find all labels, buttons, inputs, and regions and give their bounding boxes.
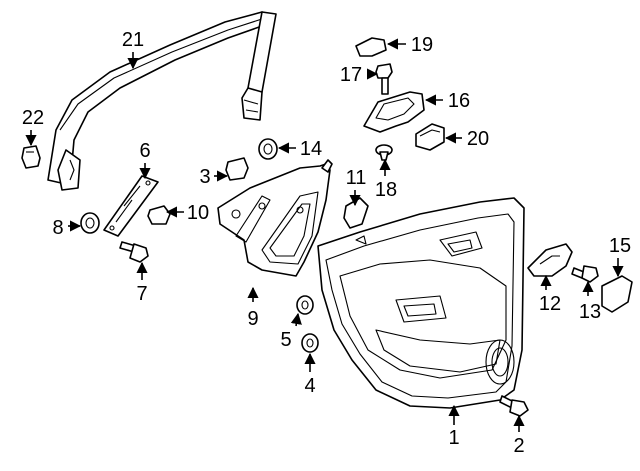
part-13-screw: [571, 265, 599, 283]
part-22-clip: [21, 145, 41, 169]
callout-1: 1: [448, 427, 459, 449]
part-3-clip: [225, 157, 249, 181]
callout-12: 12: [539, 293, 561, 315]
callout-19: 19: [411, 34, 433, 56]
part-2-screw: [499, 395, 529, 417]
callout-9: 9: [247, 308, 258, 330]
part-10-nut: [147, 205, 171, 225]
callout-3: 3: [199, 166, 210, 188]
callout-14: 14: [300, 138, 322, 160]
part-14-grommet: [258, 138, 278, 160]
callout-6: 6: [139, 140, 150, 162]
callout-7: 7: [136, 283, 147, 305]
callout-15: 15: [609, 235, 631, 257]
part-15-trim-cap: [601, 275, 633, 313]
callout-20: 20: [467, 128, 489, 150]
callout-8: 8: [52, 217, 63, 239]
callout-16: 16: [448, 90, 470, 112]
callout-21: 21: [122, 29, 144, 51]
part-7-bolt: [119, 241, 149, 263]
part-16-handle-bezel: [363, 91, 425, 133]
part-18-push-pin: [375, 144, 393, 161]
part-8-grommet: [80, 212, 100, 234]
callout-17: 17: [340, 64, 362, 86]
part-5-grommet: [296, 295, 314, 315]
part-19-clip: [355, 37, 387, 57]
part-9-inner-panel: [217, 159, 333, 277]
callout-11: 11: [346, 167, 367, 189]
callout-13: 13: [579, 301, 601, 323]
callout-4: 4: [304, 375, 315, 397]
callout-22: 22: [22, 107, 44, 129]
part-17-screw: [375, 63, 393, 95]
part-12-handle-bracket: [527, 243, 573, 277]
part-11-cover: [343, 197, 369, 229]
callout-18: 18: [375, 179, 397, 201]
callout-10: 10: [187, 202, 209, 224]
part-4-grommet: [301, 333, 319, 353]
leader-lines: [25, 38, 624, 432]
callout-5: 5: [280, 329, 291, 351]
part-1-door-trim-panel: [317, 197, 525, 409]
part-21-window-frame: [47, 11, 277, 191]
part-20-switch: [415, 123, 445, 151]
callout-2: 2: [513, 435, 524, 457]
callout-numbers: 21 22 6 10 8 7 3 14 9 11 5 4 1 2 12 13 1…: [22, 29, 631, 457]
part-6-strip: [103, 175, 159, 237]
